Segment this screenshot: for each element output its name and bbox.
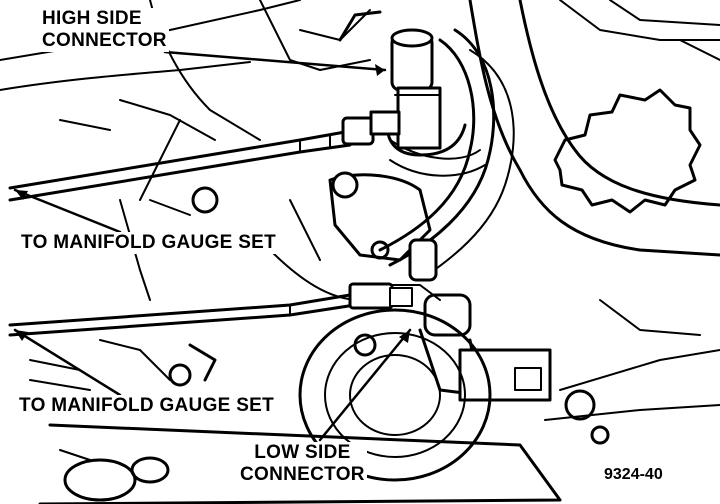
left-bracket-details — [29, 199, 217, 391]
high-side-label-line2: CONNECTOR — [42, 29, 167, 51]
arrow-gauge-upper — [15, 190, 28, 200]
high-side-connector-label: HIGH SIDE CONNECTOR — [40, 8, 169, 52]
arrow-gauge-lower — [15, 330, 28, 341]
high-side-gauge-hose — [8, 110, 401, 202]
leader-gauge-lower — [13, 328, 122, 397]
high-side-service-port — [385, 28, 467, 157]
low-side-label-line2: CONNECTOR — [240, 463, 365, 485]
callout-leader-lines — [13, 50, 412, 442]
low-side-service-port — [349, 238, 552, 402]
foreground-panel — [38, 423, 562, 504]
leader-high-side — [163, 50, 387, 72]
leader-low-side — [318, 328, 412, 442]
leader-gauge-upper — [13, 188, 122, 234]
coolant-reservoir — [468, 0, 720, 257]
figure-number: 9324-40 — [602, 466, 665, 484]
gauge-set-label-lower: TO MANIFOLD GAUGE SET — [16, 395, 278, 417]
arrow-low-side — [399, 330, 410, 343]
low-side-connector-label: LOW SIDE CONNECTOR — [238, 442, 367, 486]
arrow-high-side — [375, 64, 385, 76]
reservoir-cap — [553, 88, 702, 214]
low-side-label-line1: LOW SIDE — [254, 442, 351, 463]
gauge-set-label-upper: TO MANIFOLD GAUGE SET — [18, 232, 280, 254]
right-lower-fasteners — [544, 299, 720, 445]
compressor-pulley — [298, 308, 492, 482]
high-side-label-line1: HIGH SIDE — [42, 8, 142, 29]
low-side-gauge-hose — [8, 282, 413, 337]
